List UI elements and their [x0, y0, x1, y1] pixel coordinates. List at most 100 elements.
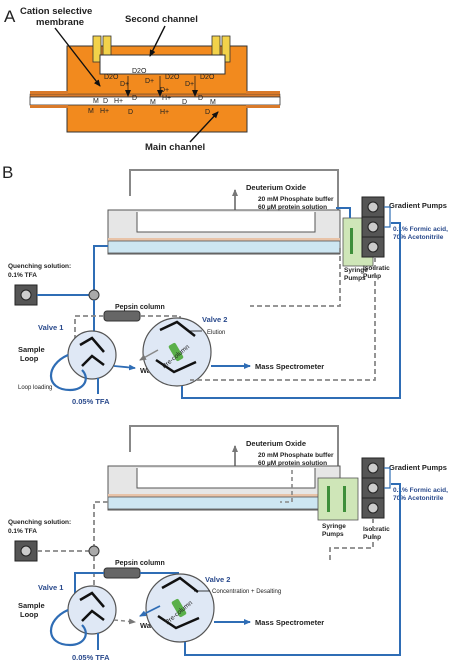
gradient-to-valve2-line	[190, 257, 376, 381]
main-channel-pointer-arrow	[189, 111, 219, 143]
species-h-plus: H+	[162, 95, 171, 102]
valve2-to-waste-line	[139, 349, 159, 361]
label-valve2: Valve 2	[205, 575, 230, 584]
top-channel	[136, 468, 316, 489]
chip-to-mixer-line	[93, 501, 108, 548]
exchange-chip	[107, 209, 341, 255]
label-syringe-line2: Pumps	[322, 531, 344, 538]
species-d-plus: D+	[185, 81, 194, 88]
hdx-schematic-desalting: Deuterium Oxide 20 mM Phosphate buffer 6…	[8, 425, 448, 662]
pepsin-column-icon	[103, 310, 141, 322]
membrane-strip	[29, 93, 281, 98]
species-m: M	[150, 99, 156, 106]
species-d: D	[182, 99, 187, 106]
label-valve2: Valve 2	[202, 315, 227, 324]
chip-to-mixer-line	[93, 245, 108, 292]
label-solvent-line1: 0.1% Formic acid,	[393, 226, 448, 233]
valve2-ports	[157, 576, 200, 630]
main-channel-tube-left	[30, 105, 68, 108]
pump-icon	[367, 201, 379, 213]
label-buffer-line1: 20 mM Phosphate buffer	[258, 196, 334, 203]
species-d: D	[128, 109, 133, 116]
mixing-tee-icon	[88, 289, 100, 301]
membrane-layer	[108, 494, 340, 497]
label-gradient-pumps: Gradient Pumps	[389, 463, 447, 472]
label-solvent-line2: 70% Acetonitrile	[393, 234, 444, 241]
label-valve1: Valve 1	[38, 583, 63, 592]
label-main-channel: Main channel	[145, 142, 205, 153]
species-d: D	[103, 98, 108, 105]
gradient-dashed-line	[329, 518, 374, 560]
bottom-channel	[107, 496, 341, 510]
pump-icon	[367, 482, 379, 494]
label-isocratic-line2: Pump	[363, 273, 381, 280]
second-channel-pointer-arrow	[149, 25, 166, 57]
membrane-layer	[108, 238, 340, 241]
label-syringe-line2: Pumps	[344, 275, 366, 282]
outlet-port-right-2	[221, 35, 231, 63]
d2o-line	[129, 169, 339, 218]
species-d2o: D2O	[165, 74, 180, 81]
panel-a-letter: A	[4, 7, 16, 26]
label-quench-line1: Quenching solution:	[8, 263, 71, 270]
label-gradient-pumps: Gradient Pumps	[389, 201, 447, 210]
species-h-plus: H+	[160, 109, 169, 116]
label-concentration: Concentration + Desalting	[212, 589, 281, 595]
label-deuterium-oxide: Deuterium Oxide	[246, 439, 306, 448]
valve-2: Pre-column Valve 2 Concentration + Desal…	[139, 573, 281, 643]
microfluidic-chip	[29, 35, 281, 133]
label-sample-line2: Loop	[20, 354, 39, 363]
pump-icon	[367, 502, 379, 514]
syringe-pumps: Syringe Pumps	[317, 477, 359, 538]
label-loop-loading: Loop loading	[18, 385, 52, 391]
label-quench-line1: Quenching solution:	[8, 519, 71, 526]
species-m: M	[210, 99, 216, 106]
sample-loop	[50, 608, 87, 647]
label-quench-line2: 0.1% TFA	[8, 528, 37, 535]
syringe-2-icon	[343, 486, 346, 512]
label-isocratic-line1: Isocratic	[363, 265, 390, 272]
species-d2o: D2O	[132, 68, 147, 75]
label-membrane-line2: membrane	[36, 17, 84, 28]
valve-1: Valve 1 Sample Loop Loop loading 0.05% T…	[18, 323, 117, 406]
mixing-tee-icon	[88, 545, 100, 557]
label-isocratic-line1: Isocratic	[363, 526, 390, 533]
label-valve1: Valve 1	[38, 323, 63, 332]
label-syringe-line1: Syringe	[344, 267, 368, 274]
inlet-port-left	[92, 35, 102, 63]
species-h-plus: H+	[114, 98, 123, 105]
main-channel-tube-right	[246, 105, 280, 108]
label-syringe-line1: Syringe	[322, 523, 346, 530]
panel-b-letter: B	[2, 163, 13, 182]
waste-line-1	[113, 364, 136, 371]
label-buffer-line2: 60 µM protein solution	[258, 460, 327, 467]
label-pepsin-column: Pepsin column	[115, 304, 165, 311]
label-buffer-line2: 60 µM protein solution	[258, 204, 327, 211]
label-quench-line2: 0.1% TFA	[8, 272, 37, 279]
second-channel-body	[99, 54, 226, 75]
species-d: D	[198, 95, 203, 102]
main-channel-body	[29, 96, 281, 106]
exchange-chip	[107, 465, 341, 511]
label-tfa: 0.05% TFA	[72, 653, 110, 662]
main-channel-tube-right-top	[246, 91, 280, 94]
species-m: M	[88, 108, 94, 115]
valve-2: Pre-column Valve 2 Elution	[139, 315, 227, 387]
label-sample-line2: Loop	[20, 610, 39, 619]
label-solvent-line1: 0.1% Formic acid,	[393, 487, 448, 494]
label-buffer-line1: 20 mM Phosphate buffer	[258, 452, 334, 459]
valve2-ports	[155, 320, 197, 374]
sample-loop	[50, 353, 87, 392]
gradient-link-line	[384, 206, 391, 228]
main-channel-tube-left-top	[30, 91, 68, 94]
panel-a: A D2O D2O D2O D2O D+ D+ D+ D+ M D	[4, 6, 281, 153]
chip-species: D2O D2O D2O D2O D+ D+ D+ D+ M D H+ D M H…	[88, 68, 216, 116]
species-d-plus: D+	[160, 87, 169, 94]
isocratic-to-valve2-line	[181, 222, 401, 399]
label-membrane-line1: Cation selective	[20, 6, 92, 17]
species-d-plus: D+	[145, 78, 154, 85]
label-mass-spec: Mass Spectrometer	[255, 618, 324, 627]
label-sample-line1: Sample	[18, 601, 45, 610]
label-mass-spec: Mass Spectrometer	[255, 362, 324, 371]
species-d2o: D2O	[200, 74, 215, 81]
